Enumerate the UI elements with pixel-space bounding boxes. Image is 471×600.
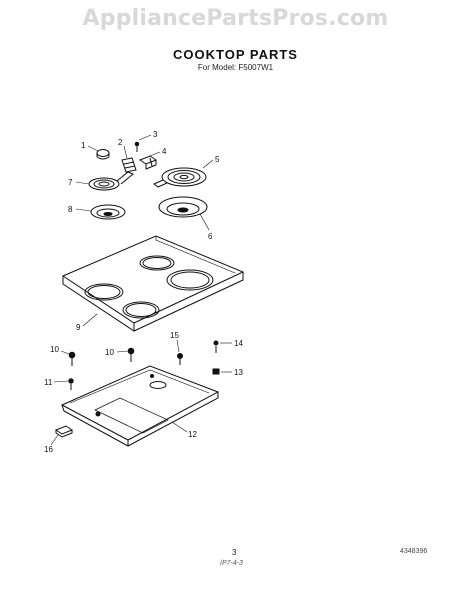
- callout-15: 15: [170, 331, 179, 340]
- model-subtitle: For Model: F5007W1: [197, 63, 274, 72]
- part-4-receptacle[interactable]: [138, 155, 158, 170]
- part-10-screw-left[interactable]: [68, 351, 76, 366]
- callout-16: 16: [44, 445, 53, 454]
- callout-4: 4: [162, 147, 167, 156]
- callout-13: 13: [234, 368, 243, 377]
- page-title: COOKTOP PARTS: [173, 47, 298, 62]
- part-code: 4348396: [400, 548, 428, 555]
- part-7-small-surface-element[interactable]: [88, 171, 134, 191]
- part-14-screw[interactable]: [213, 340, 219, 353]
- part-12-burner-box[interactable]: [60, 365, 220, 447]
- part-8-small-drip-bowl[interactable]: [90, 204, 126, 220]
- part-1-knob[interactable]: [96, 149, 110, 160]
- callout-14: 14: [234, 339, 243, 348]
- callout-8: 8: [68, 205, 73, 214]
- callout-6: 6: [208, 232, 213, 241]
- part-16-cover-plate[interactable]: [54, 425, 74, 438]
- part-9-cooktop-panel[interactable]: [61, 235, 245, 332]
- page-number: 3: [232, 548, 237, 557]
- footer-code: /P7-4-3: [220, 560, 243, 567]
- callout-2: 2: [118, 138, 123, 147]
- callout-1: 1: [81, 141, 86, 150]
- callout-7: 7: [68, 178, 73, 187]
- part-13-nut[interactable]: [212, 368, 220, 375]
- part-2-terminal-block[interactable]: [121, 157, 137, 173]
- part-6-large-drip-bowl[interactable]: [158, 196, 208, 218]
- callout-5: 5: [215, 155, 220, 164]
- part-10-screw-center[interactable]: [127, 347, 135, 362]
- callout-10-left: 10: [50, 345, 59, 354]
- callout-3: 3: [153, 130, 158, 139]
- part-11-screw[interactable]: [68, 378, 74, 390]
- part-5-large-surface-element[interactable]: [153, 167, 207, 188]
- callout-11: 11: [44, 378, 53, 387]
- callout-12: 12: [188, 430, 197, 439]
- part-3-screw[interactable]: [134, 141, 140, 152]
- callout-10-center: 10: [105, 348, 114, 357]
- part-15-clip[interactable]: [177, 353, 183, 366]
- watermark-logo: AppliancePartsPros.com: [82, 6, 389, 31]
- callout-9: 9: [76, 323, 81, 332]
